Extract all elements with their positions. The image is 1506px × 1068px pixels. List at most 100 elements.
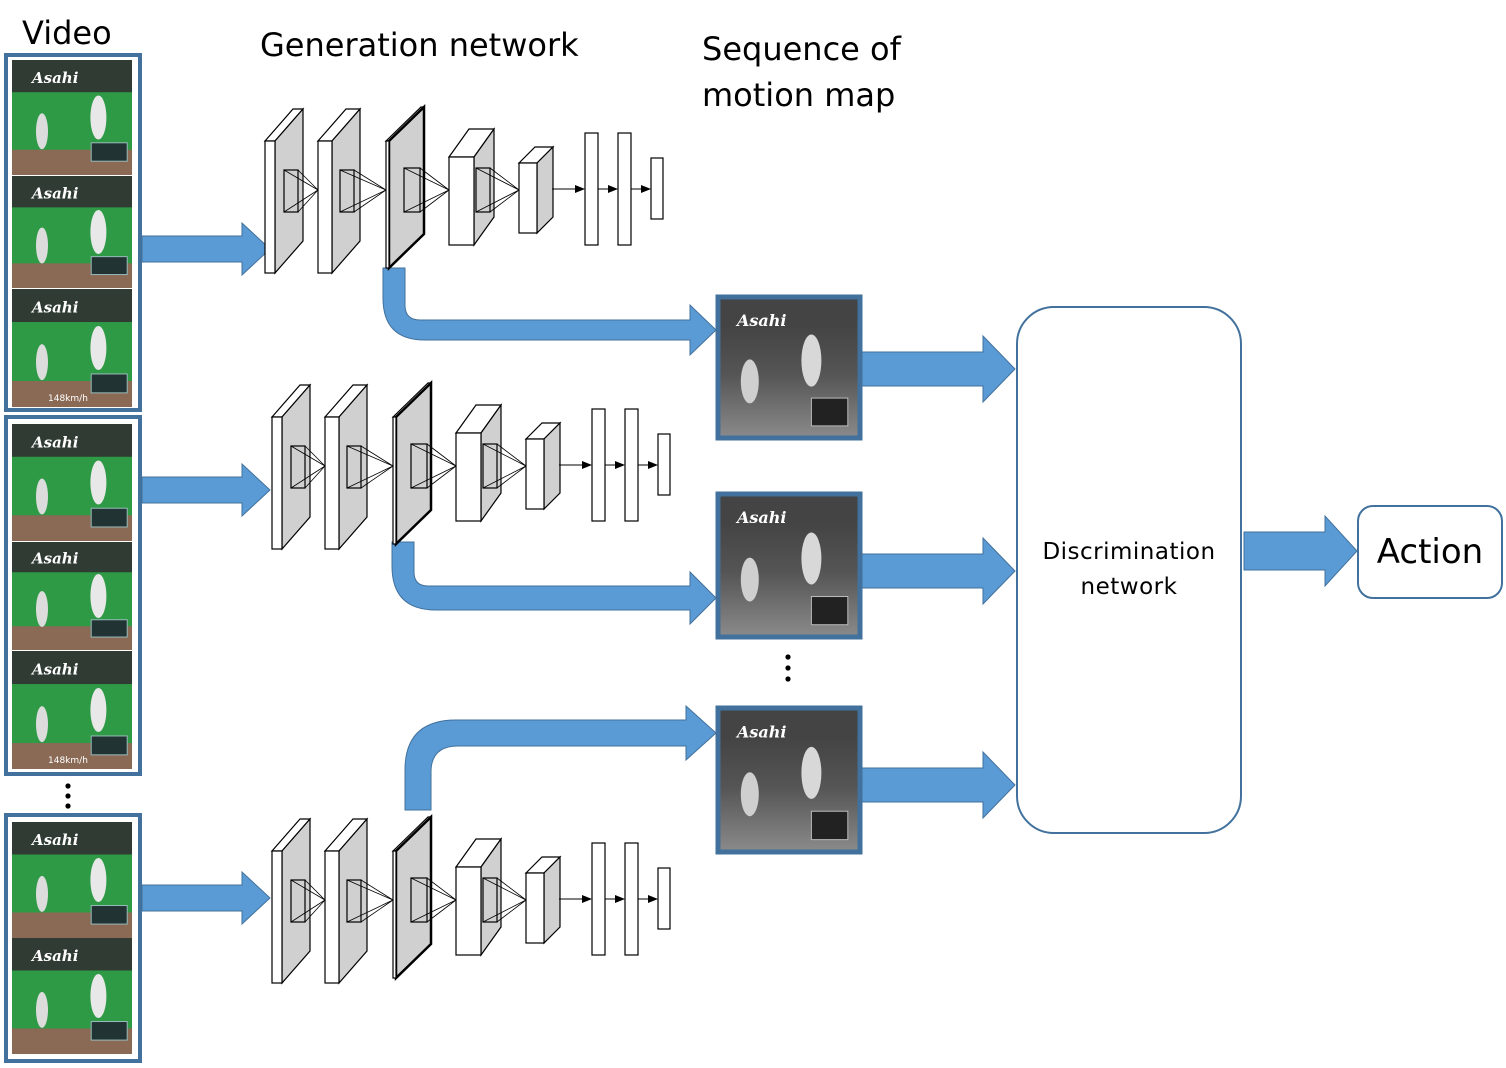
video-frame: Asahi (12, 60, 132, 175)
kernel-projection (419, 167, 450, 191)
kernel-projection (482, 877, 527, 901)
batter-figure (90, 210, 107, 254)
video-frame: Asahi (12, 938, 132, 1054)
kernel-window (339, 169, 355, 213)
conv3-layer (391, 814, 433, 981)
motion-map-2: Asahi (715, 491, 863, 640)
sponsor-logo: Asahi (30, 947, 79, 965)
conv3-layer (384, 104, 426, 271)
kernel-projection (403, 167, 450, 191)
pitcher-figure (740, 557, 759, 602)
slab-front (324, 416, 340, 550)
kernel-projection (426, 465, 457, 489)
kernel-projection (482, 465, 527, 489)
batter-figure (90, 574, 107, 618)
generation-network-2 (270, 380, 671, 551)
kernel-projection (304, 465, 326, 489)
pitcher-figure (36, 706, 48, 743)
kernel-window (410, 877, 428, 923)
video-clip-border (4, 415, 142, 776)
kernel-projection (304, 899, 326, 923)
stands-area (12, 542, 132, 573)
kernel-window (410, 443, 428, 489)
kernel-projection (290, 879, 326, 901)
kernel-window (482, 877, 498, 923)
motion-map-1: Asahi (715, 294, 863, 441)
batter-figure (90, 326, 107, 370)
fc8-layer (657, 433, 671, 496)
video-clip-border (4, 53, 142, 412)
video-clip-border (4, 813, 142, 1063)
kernel-window (283, 169, 299, 213)
slab-front (317, 140, 333, 274)
stands-area (12, 651, 132, 685)
scoreboard (90, 373, 128, 394)
slab-front (264, 140, 276, 274)
network-to-motion-arrow (382, 267, 717, 357)
motion-stands (719, 495, 859, 524)
slab-front (392, 850, 397, 979)
conv4-layer (454, 403, 503, 523)
video-frame: Asahi (12, 542, 132, 650)
kernel-projection (403, 189, 450, 213)
kernel-window (475, 167, 491, 213)
conv4-layer (447, 127, 496, 247)
kernel-projection (290, 445, 326, 467)
motion-map-border (715, 491, 863, 640)
slab-front (448, 156, 475, 246)
scoreboard (90, 905, 128, 925)
pitcher-figure (740, 772, 759, 817)
batter-figure (90, 95, 107, 140)
kernel-projection (475, 189, 520, 213)
generation-networks-group (263, 104, 671, 985)
slab-front (324, 850, 340, 984)
fc6-layer (584, 132, 599, 246)
video-to-network-arrow (141, 221, 271, 277)
kernel-projection (489, 167, 520, 191)
slab-front (385, 140, 390, 269)
kernel-projection (410, 899, 457, 923)
kernel-projection (426, 899, 457, 923)
slab-front (271, 416, 283, 550)
pitcher-figure (36, 227, 48, 264)
kernel-projection (410, 877, 457, 901)
vertical-ellipsis-icon (65, 793, 71, 799)
kernel-projection (353, 189, 387, 213)
discrimination-network-label: Discrimination network (1042, 539, 1216, 600)
motion-map-3: Asahi (715, 705, 863, 855)
kernel-projection (360, 445, 394, 467)
kernel-window (403, 167, 421, 213)
kernel-projection (339, 169, 387, 191)
fc6-layer (591, 408, 606, 522)
kernel-projection (353, 169, 387, 191)
sponsor-logo: Asahi (30, 661, 79, 679)
batter-figure (801, 746, 822, 799)
kernel-projection (482, 899, 527, 923)
batter-figure (90, 460, 107, 505)
slab-side (543, 421, 561, 511)
kernel-projection (360, 899, 394, 923)
sponsor-logo: Asahi (30, 831, 79, 849)
stands-area (12, 289, 132, 323)
action-box: Action (1357, 505, 1503, 599)
scoreboard (90, 735, 128, 756)
fc8-layer (650, 157, 664, 220)
discrimination-network-box: Discrimination network (1016, 306, 1242, 834)
speed-readout: 148km/h (48, 756, 88, 766)
kernel-projection (496, 443, 527, 467)
kernel-window (346, 445, 362, 489)
kernel-projection (297, 169, 319, 191)
conv1-layer (270, 817, 312, 985)
conv2-layer (323, 817, 369, 985)
generation-network-label: Generation network (260, 26, 579, 64)
kernel-window (290, 445, 306, 489)
video-to-network-arrow (141, 462, 271, 518)
batter-figure (801, 532, 822, 585)
generation-network-3 (270, 814, 671, 985)
pitcher-figure (36, 875, 48, 912)
batter-figure (90, 688, 107, 732)
